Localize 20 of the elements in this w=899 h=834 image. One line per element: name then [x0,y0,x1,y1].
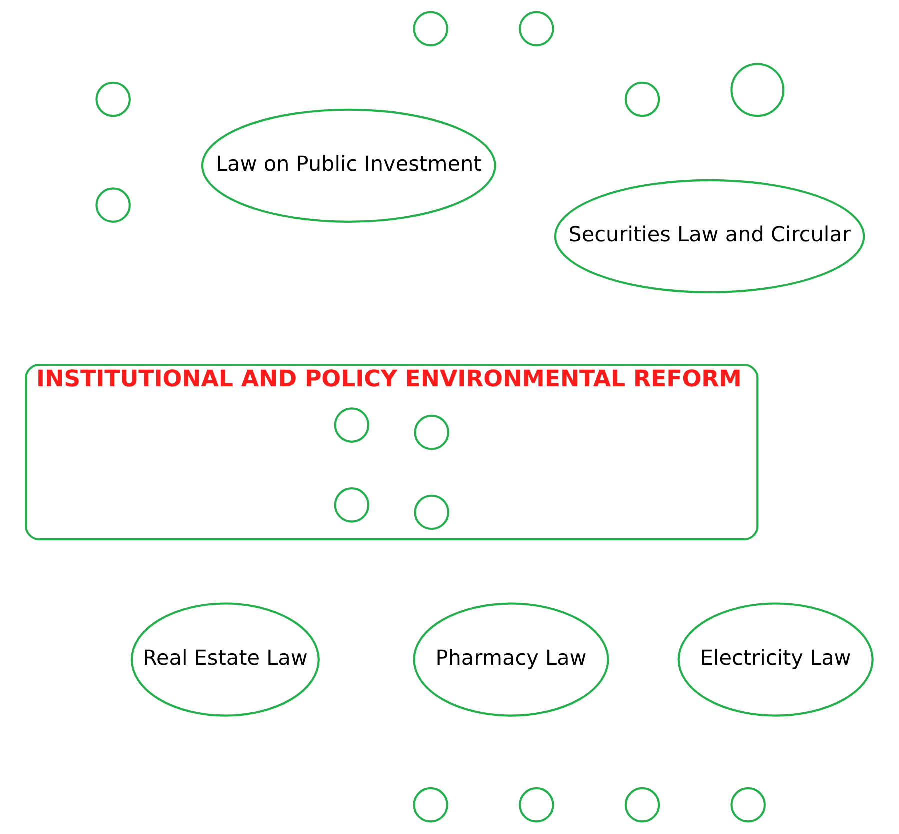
node-circle [414,414,450,450]
node-ellipse: Law on Public Investment [201,108,496,223]
node-circle [413,787,448,823]
node-ellipse: Securities Law and Circular [554,179,866,294]
node-circle [96,82,131,118]
node-circle [413,11,448,47]
cluster: INSTITUTIONAL AND POLICY ENVIRONMENTAL REFORM [25,364,759,540]
node-circle [519,787,554,823]
node-circle [414,494,450,530]
node-circle [334,488,370,523]
node-circle [96,188,131,223]
node-ellipse: Real Estate Law [130,602,320,717]
node-circle [624,787,660,823]
node-circle [730,787,766,823]
node-circle [334,408,370,443]
node-circle [730,63,785,118]
node-ellipse: Electricity Law [678,602,874,717]
node-ellipse: Pharmacy Law [413,602,610,717]
node-circle [624,82,660,118]
node-circle [519,11,554,47]
